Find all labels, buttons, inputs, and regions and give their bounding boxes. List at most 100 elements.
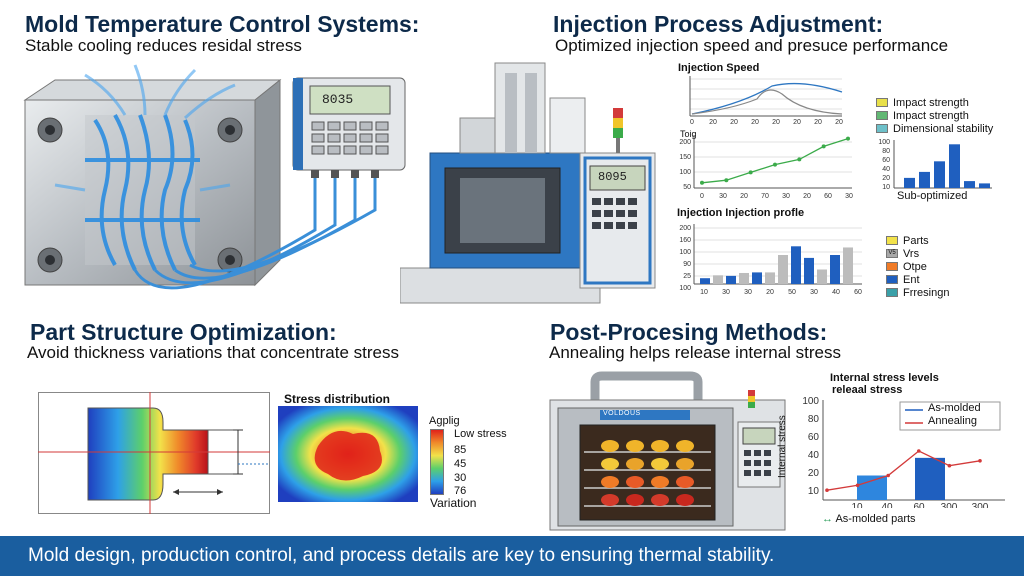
injection-machine-illustration bbox=[400, 62, 656, 304]
mold-subtitle: Stable cooling reduces residal stress bbox=[25, 36, 302, 55]
profile-bar bbox=[804, 257, 814, 284]
temperature-controller bbox=[292, 77, 406, 178]
tick-label: 20 bbox=[808, 468, 820, 479]
profile-bar bbox=[817, 269, 827, 284]
stress-legend-label-5: 76 bbox=[454, 485, 467, 497]
topline-ylabel: Toig bbox=[680, 129, 697, 139]
tick-label: 60 bbox=[824, 193, 832, 200]
profile-bar bbox=[739, 272, 749, 284]
profile-bar bbox=[843, 247, 853, 284]
stress-colorbar bbox=[430, 429, 444, 495]
parts-label-2: Vrs bbox=[903, 247, 920, 260]
parts-swatch-2: V5 bbox=[886, 249, 898, 258]
impact-label-1: Impact strength bbox=[893, 96, 969, 109]
profile-bar bbox=[713, 275, 723, 284]
annealing-point bbox=[978, 459, 982, 463]
tick-label: 100 bbox=[679, 249, 691, 256]
annealing-chart-subtitle: releaal stress bbox=[832, 384, 903, 396]
tick-label: 30 bbox=[719, 193, 727, 200]
parts-label-4: Ent bbox=[903, 273, 920, 286]
sub-bar bbox=[919, 171, 930, 188]
impact-legend-item: Impact strength bbox=[876, 109, 993, 122]
parts-swatch-5 bbox=[886, 288, 898, 297]
tick-label: 30 bbox=[744, 289, 752, 296]
tick-label: 25 bbox=[683, 273, 691, 280]
speed-chart-title: Injection Speed bbox=[678, 62, 760, 74]
tick-label: 30 bbox=[810, 289, 818, 296]
topline-point bbox=[797, 157, 802, 162]
tick-label: 300 bbox=[972, 502, 989, 508]
mold-block bbox=[23, 78, 282, 287]
tick-label: 20 bbox=[730, 119, 738, 126]
tick-label: 30 bbox=[845, 193, 853, 200]
footer-text: Mold design, production control, and pro… bbox=[28, 545, 775, 566]
tick-label: 20 bbox=[814, 119, 822, 126]
annealing-chart-title: Internal stress levels bbox=[830, 372, 939, 384]
impact-legend-item: Dimensional stability bbox=[876, 122, 993, 135]
stress-legend-label-2: 85 bbox=[454, 444, 467, 456]
parts-legend-item: Ent bbox=[886, 273, 949, 286]
tick-label: 90 bbox=[683, 261, 691, 268]
impact-legend: Impact strength Impact strength Dimensio… bbox=[876, 96, 993, 135]
topline-point bbox=[773, 162, 777, 167]
tick-label: 30 bbox=[722, 289, 730, 296]
tick-label: 10 bbox=[882, 184, 890, 191]
tick-label: 70 bbox=[761, 193, 769, 200]
topline-point bbox=[700, 180, 704, 185]
tick-label: 40 bbox=[808, 450, 820, 461]
mold-illustration bbox=[23, 64, 406, 290]
profile-bar bbox=[726, 275, 736, 284]
annealing-oven-illustration bbox=[549, 371, 786, 531]
part-subtitle: Avoid thickness variations that concentr… bbox=[27, 343, 399, 362]
profile-bar bbox=[778, 255, 788, 284]
annealing-line bbox=[826, 450, 981, 491]
annealing-bar bbox=[857, 475, 887, 500]
tick-label: 60 bbox=[808, 432, 820, 443]
topline-series bbox=[701, 137, 849, 184]
profile-bar bbox=[752, 272, 762, 284]
tick-label: 30 bbox=[782, 193, 790, 200]
tick-label: 20 bbox=[766, 289, 774, 296]
tick-label: 40 bbox=[832, 289, 840, 296]
tick-label: 20 bbox=[882, 175, 890, 182]
annealing-bar bbox=[915, 457, 945, 500]
tick-label: 0 bbox=[690, 119, 694, 126]
tick-label: 60 bbox=[882, 157, 890, 164]
tick-label: 20 bbox=[751, 119, 759, 126]
tick-label: 20 bbox=[835, 119, 843, 126]
footnote-arrow-icon: ↔ bbox=[822, 513, 833, 525]
footer-banner: Mold design, production control, and pro… bbox=[0, 536, 1024, 576]
hoses bbox=[133, 170, 377, 290]
impact-swatch-1 bbox=[876, 98, 888, 107]
topline-point bbox=[748, 170, 753, 175]
part-title: Part Structure Optimization: bbox=[30, 319, 337, 345]
tick-label: 10 bbox=[851, 502, 863, 508]
tick-label: 40 bbox=[881, 502, 893, 508]
topline-point bbox=[724, 178, 729, 183]
stress-legend-label-4: 30 bbox=[454, 472, 467, 484]
oven-brand: VOLDOUS bbox=[603, 410, 641, 417]
tick-label: 10 bbox=[700, 289, 708, 296]
annealing-footnote-text: As-molded parts bbox=[835, 513, 916, 525]
tick-label: 20 bbox=[793, 119, 801, 126]
parts-swatch-3 bbox=[886, 262, 898, 271]
topline-point bbox=[846, 136, 850, 141]
annealing-ylabel: Internal stress bbox=[777, 415, 788, 478]
parts-legend-item: Frresingn bbox=[886, 286, 949, 299]
sub-bar bbox=[979, 183, 990, 188]
parts-swatch-1 bbox=[886, 236, 898, 245]
part-cross-section bbox=[38, 392, 270, 514]
impact-label-2: Impact strength bbox=[893, 109, 969, 122]
tick-label: 50 bbox=[788, 289, 796, 296]
stress-legend-label-3: 45 bbox=[454, 458, 467, 470]
annealing-point bbox=[886, 473, 890, 478]
sub-bar bbox=[964, 181, 975, 188]
annealing-point bbox=[825, 488, 829, 492]
impact-label-3: Dimensional stability bbox=[893, 122, 994, 135]
